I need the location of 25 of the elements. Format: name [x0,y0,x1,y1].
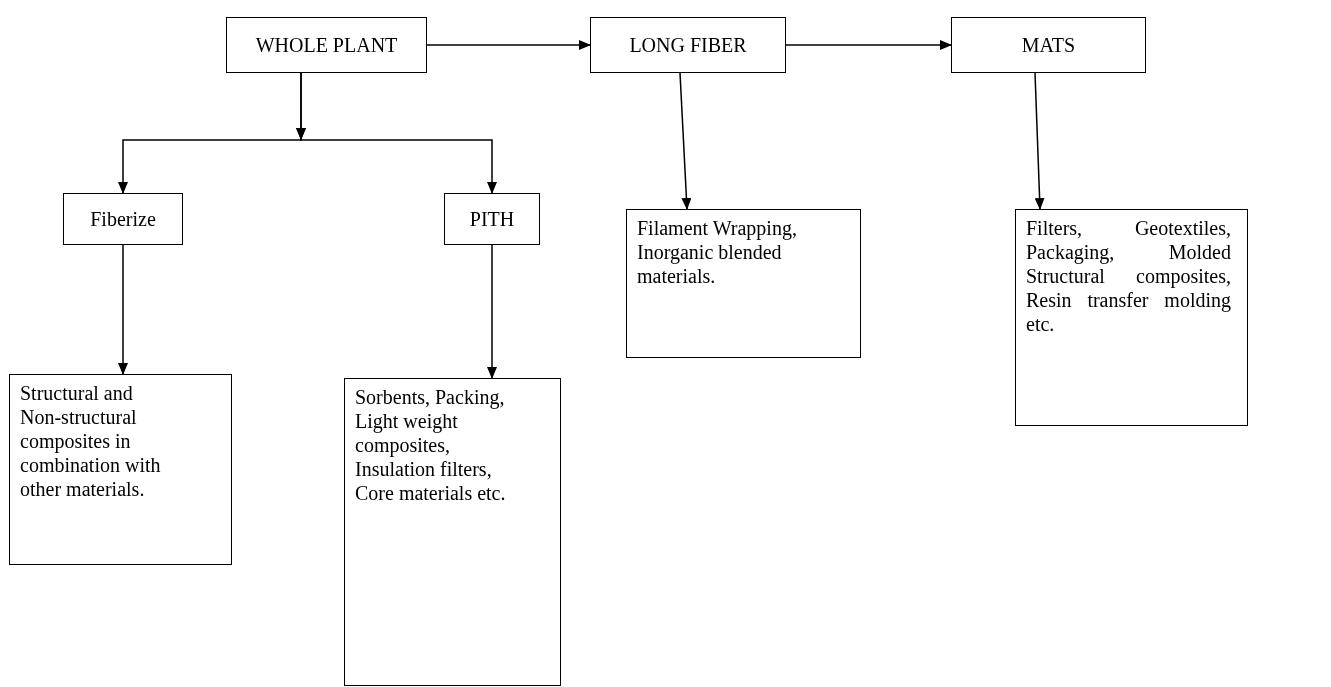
arrow [487,244,497,379]
box-text: Sorbents, Packing, Light weight composites, Insulation filters, Core materials etc. [355,385,507,505]
process-box [444,193,540,245]
box-text: MATS [1021,33,1076,57]
arrow [426,40,591,50]
process-box [344,378,561,686]
arrow [679,72,692,210]
arrow [118,244,128,375]
process-box [9,374,232,565]
box-text: Filament Wrapping, Inorganic blended materials. [637,216,798,288]
box-text: Fiberize [90,207,156,231]
box-text: WHOLE PLANT [255,33,398,57]
process-box [590,17,786,73]
process-box [1015,209,1248,426]
box-text: LONG FIBER [629,33,747,57]
box-text: Structural and Non-structural composites in combination with other materials. [20,381,162,501]
process-box [951,17,1146,73]
process-box [626,209,861,358]
box-text: Filters, Geotextiles, Packaging, Molded Structural composites, Resin transfer molding etc. [1026,216,1231,336]
arrow [296,72,497,194]
box-text: PITH [469,207,515,231]
process-box [226,17,427,73]
process-box [63,193,183,245]
arrow [1034,72,1045,210]
arrow [785,40,952,50]
